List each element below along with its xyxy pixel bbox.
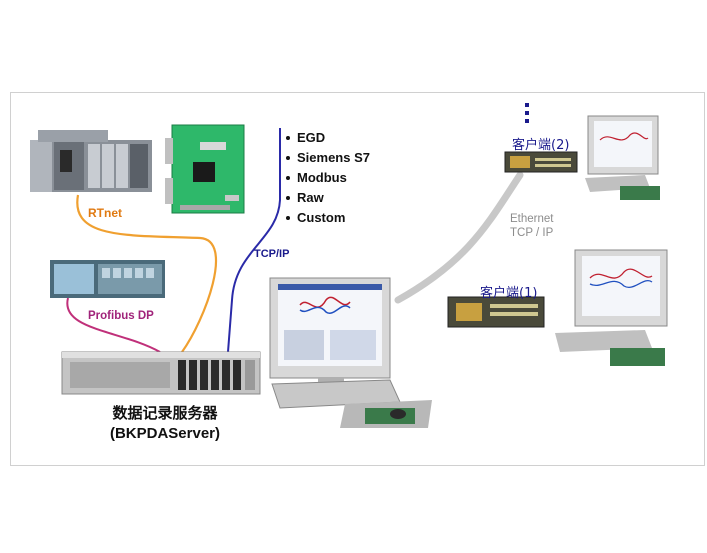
hmi-panel-icon: [50, 260, 165, 298]
protocol-label: Raw: [297, 190, 324, 205]
profibus-link: [66, 297, 161, 353]
network-protocol-text: TCP / IP: [510, 227, 554, 239]
client-pc-1-icon: [447, 249, 668, 366]
ethernet-text: Ethernet: [510, 213, 554, 225]
client-2-label: 客户端(2): [512, 138, 570, 153]
protocol-item: Raw: [286, 188, 370, 208]
client-pc-2-icon: [504, 115, 660, 200]
server-name: 数据记录服务器: [112, 405, 218, 422]
protocol-label: Custom: [297, 210, 346, 225]
protocol-item: EGD: [286, 128, 370, 148]
ethernet-label: Ethernet TCP / IP: [510, 212, 553, 240]
protocol-label: EGD: [297, 130, 326, 145]
protocol-item: Custom: [286, 208, 370, 228]
server-caption: 数据记录服务器 (BKPDAServer): [70, 404, 260, 444]
circuit-board-icon: [165, 124, 245, 214]
tcpip-label: TCP/IP: [254, 248, 290, 260]
protocol-label: Siemens S7: [297, 150, 370, 165]
protocol-list: EGD Siemens S7 Modbus Raw Custom: [286, 128, 370, 228]
client-1-label: 客户端(1): [480, 286, 538, 301]
bullet-icon: [286, 216, 290, 220]
server-id: (BKPDAServer): [109, 425, 221, 442]
ethernet-link: [394, 171, 524, 304]
rtnet-label: RTnet: [88, 206, 122, 220]
tcpip-link: [227, 128, 281, 353]
bullet-icon: [286, 156, 290, 160]
protocol-label: Modbus: [297, 170, 347, 185]
bullet-icon: [286, 196, 290, 200]
rack-server-icon: [61, 351, 261, 395]
protocol-item: Modbus: [286, 168, 370, 188]
bullet-icon: [286, 176, 290, 180]
profibus-label: Profibus DP: [88, 310, 154, 322]
bullet-icon: [286, 136, 290, 140]
workstation-monitor-icon: [269, 277, 391, 386]
protocol-item: Siemens S7: [286, 148, 370, 168]
mouse-icon: [340, 400, 432, 428]
plc-rack-icon: [30, 130, 152, 192]
more-dots-icon: [525, 103, 529, 123]
rtnet-link: [76, 194, 218, 353]
